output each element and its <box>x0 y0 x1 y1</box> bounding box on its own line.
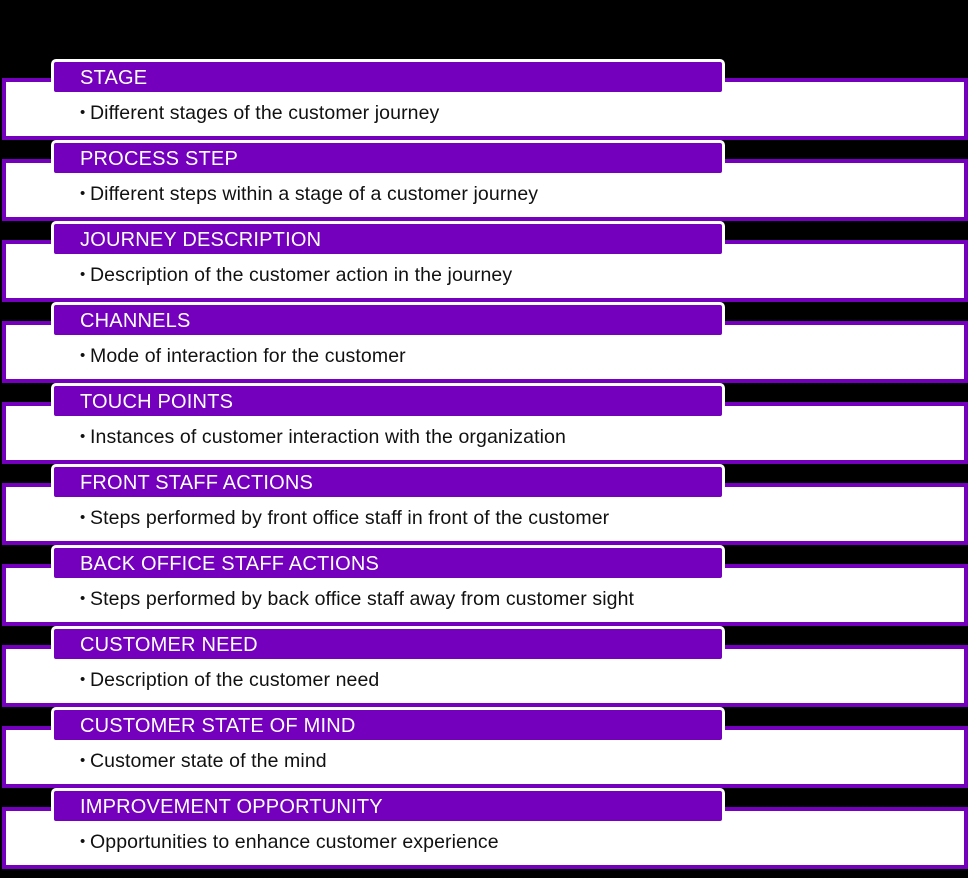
row-header: IMPROVEMENT OPPORTUNITY <box>51 788 725 824</box>
row-header: FRONT STAFF ACTIONS <box>51 464 725 500</box>
bullet-icon: • <box>80 509 86 526</box>
row-header: CHANNELS <box>51 302 725 338</box>
row-header-label: CHANNELS <box>80 310 191 332</box>
row-description: •Description of the customer need <box>80 669 379 692</box>
row-header: JOURNEY DESCRIPTION <box>51 221 725 257</box>
bullet-icon: • <box>80 752 86 769</box>
row-description-text: Description of the customer need <box>90 669 380 691</box>
row-header-label: JOURNEY DESCRIPTION <box>80 229 322 251</box>
row-header-label: FRONT STAFF ACTIONS <box>80 472 314 494</box>
bullet-icon: • <box>80 671 86 688</box>
row-description: •Steps performed by front office staff i… <box>80 507 609 530</box>
row-header-label: BACK OFFICE STAFF ACTIONS <box>80 553 380 575</box>
row-description-text: Steps performed by back office staff awa… <box>90 588 635 610</box>
row-process-step: PROCESS STEP •Different steps within a s… <box>0 140 968 221</box>
row-stage: STAGE •Different stages of the customer … <box>0 59 968 140</box>
bullet-icon: • <box>80 833 86 850</box>
row-improvement-opportunity: IMPROVEMENT OPPORTUNITY •Opportunities t… <box>0 788 968 869</box>
bullet-icon: • <box>80 590 86 607</box>
bullet-icon: • <box>80 347 86 364</box>
row-channels: CHANNELS •Mode of interaction for the cu… <box>0 302 968 383</box>
row-description-text: Mode of interaction for the customer <box>90 345 406 367</box>
row-journey-description: JOURNEY DESCRIPTION •Description of the … <box>0 221 968 302</box>
row-header-label: IMPROVEMENT OPPORTUNITY <box>80 796 383 818</box>
row-header-label: CUSTOMER STATE OF MIND <box>80 715 356 737</box>
row-description: •Different steps within a stage of a cus… <box>80 183 538 206</box>
row-description-text: Instances of customer interaction with t… <box>90 426 566 448</box>
bullet-icon: • <box>80 266 86 283</box>
row-description-text: Customer state of the mind <box>90 750 327 772</box>
row-description-text: Description of the customer action in th… <box>90 264 513 286</box>
row-front-staff-actions: FRONT STAFF ACTIONS •Steps performed by … <box>0 464 968 545</box>
row-description-text: Opportunities to enhance customer experi… <box>90 831 499 853</box>
row-customer-need: CUSTOMER NEED •Description of the custom… <box>0 626 968 707</box>
row-description: •Different stages of the customer journe… <box>80 102 439 125</box>
row-description: •Description of the customer action in t… <box>80 264 512 287</box>
row-description: •Steps performed by back office staff aw… <box>80 588 634 611</box>
row-header-label: TOUCH POINTS <box>80 391 234 413</box>
row-touch-points: TOUCH POINTS •Instances of customer inte… <box>0 383 968 464</box>
row-header-label: CUSTOMER NEED <box>80 634 258 656</box>
bullet-icon: • <box>80 428 86 445</box>
bullet-icon: • <box>80 104 86 121</box>
row-header: CUSTOMER NEED <box>51 626 725 662</box>
row-description: •Customer state of the mind <box>80 750 327 773</box>
row-description-text: Different steps within a stage of a cust… <box>90 183 539 205</box>
row-header-label: STAGE <box>80 67 148 89</box>
row-header: TOUCH POINTS <box>51 383 725 419</box>
row-description: •Opportunities to enhance customer exper… <box>80 831 499 854</box>
row-description-text: Steps performed by front office staff in… <box>90 507 610 529</box>
row-header: STAGE <box>51 59 725 95</box>
row-header: PROCESS STEP <box>51 140 725 176</box>
row-header: BACK OFFICE STAFF ACTIONS <box>51 545 725 581</box>
row-description: •Instances of customer interaction with … <box>80 426 566 449</box>
row-back-office-staff-actions: BACK OFFICE STAFF ACTIONS •Steps perform… <box>0 545 968 626</box>
row-header-label: PROCESS STEP <box>80 148 238 170</box>
bullet-icon: • <box>80 185 86 202</box>
row-header: CUSTOMER STATE OF MIND <box>51 707 725 743</box>
row-description: •Mode of interaction for the customer <box>80 345 406 368</box>
row-description-text: Different stages of the customer journey <box>90 102 440 124</box>
row-customer-state-of-mind: CUSTOMER STATE OF MIND •Customer state o… <box>0 707 968 788</box>
